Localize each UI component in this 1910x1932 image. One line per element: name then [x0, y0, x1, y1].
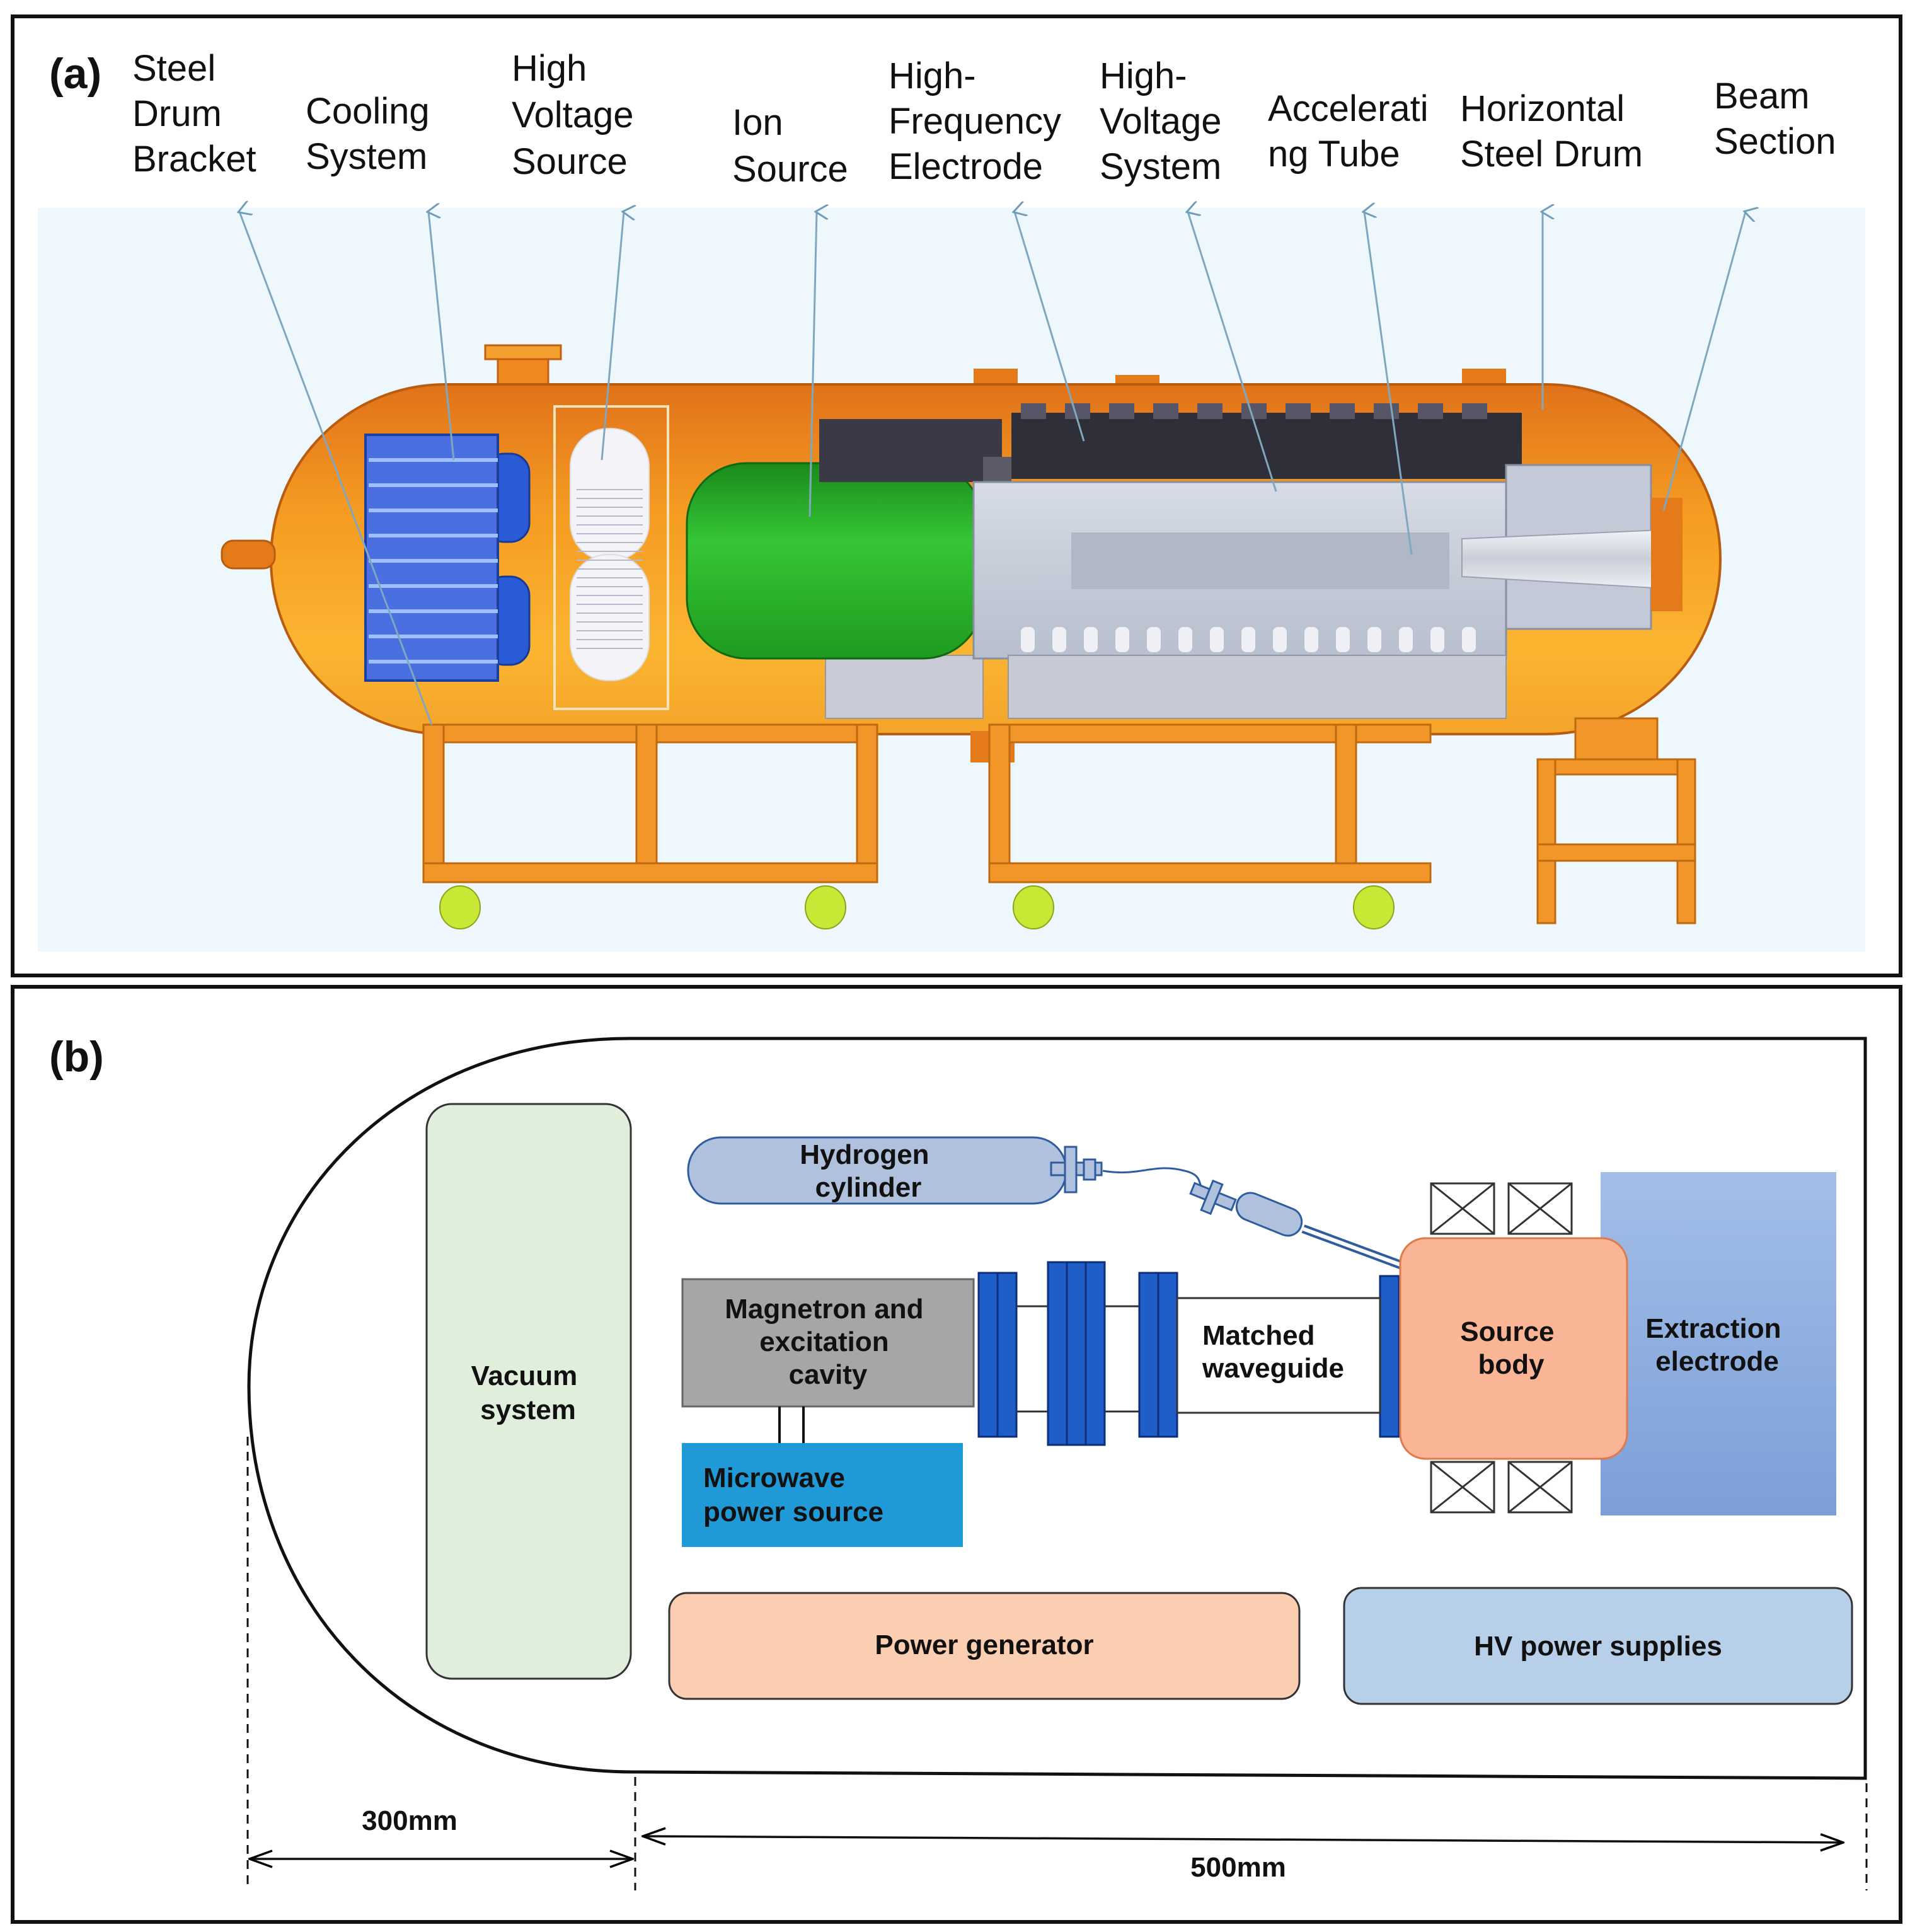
hydrogen-cylinder-label: Hydrogen cylinder — [800, 1139, 937, 1203]
beam-outlet-flange — [1651, 498, 1683, 611]
power-generator-label: Power generator — [875, 1630, 1093, 1660]
dimension-500mm-label: 500mm — [1190, 1852, 1286, 1883]
label-horizontal-steel-drum: Horizontal Steel Drum — [1460, 88, 1643, 175]
callout-steel-drum-bracket — [239, 212, 433, 725]
hydrogen-valve — [1050, 1146, 1103, 1193]
coil-top-right — [1507, 1182, 1573, 1235]
microwave-power-source-label: Microwave power source — [703, 1463, 883, 1527]
label-high-voltage-system: High- Voltage System — [1100, 55, 1232, 187]
coil-bottom-left — [1430, 1461, 1495, 1514]
source-body-box — [1399, 1237, 1628, 1460]
solenoid-coils — [1430, 1182, 1573, 1514]
accelerating-tube-ribs — [1021, 627, 1476, 652]
extraction-electrode-label: Extraction electrode — [1645, 1313, 1788, 1377]
label-accelerating-tube: Accelerati ng Tube — [1268, 88, 1439, 175]
label-high-voltage-source: High Voltage Source — [512, 48, 644, 182]
ion-source-unit — [686, 419, 1002, 719]
drum-left-lug — [221, 539, 276, 570]
drum-top-nozzle-cap — [484, 344, 562, 360]
high-voltage-source-unit — [553, 405, 669, 710]
gas-feed-tube-core — [1302, 1227, 1407, 1268]
callout-accelerating-tube — [1364, 212, 1413, 555]
hv-source-frame — [553, 405, 669, 710]
hv-system-top-block — [1011, 413, 1522, 479]
dimension-300mm-label: 300mm — [362, 1805, 457, 1836]
ion-source-dark-block — [819, 419, 1002, 482]
drum-outline — [247, 1037, 1867, 1780]
magnetron-label: Magnetron and excitation cavity — [725, 1294, 931, 1390]
label-high-frequency-electrode: High- Frequency Electrode — [889, 55, 1071, 187]
callout-lines — [239, 212, 1746, 725]
hv-power-supplies-box — [1343, 1587, 1853, 1705]
coil-bottom-right — [1507, 1461, 1573, 1514]
cooling-core — [364, 434, 499, 682]
panel-a-labels: Steel Drum Bracket Cooling System High V… — [132, 48, 1836, 190]
label-cooling-system: Cooling System — [306, 91, 440, 177]
callout-high-frequency-electrode — [1015, 212, 1085, 442]
waveguide-connectors — [1016, 1305, 1139, 1413]
accelerating-tube-base — [1008, 655, 1507, 719]
source-body-label: Source body — [1460, 1316, 1562, 1380]
panel-b: (b) Vacuum system Hydrogen cylinder — [11, 985, 1902, 1924]
cooling-system — [364, 434, 531, 682]
magnetron-box — [681, 1278, 975, 1408]
ion-source-mount — [825, 655, 984, 719]
accelerating-tube-inner — [1071, 532, 1449, 589]
ion-source-housing — [686, 462, 984, 660]
hv-system-fins — [1021, 403, 1487, 419]
matched-waveguide-box — [1176, 1297, 1381, 1414]
hv-power-supplies-label: HV power supplies — [1474, 1631, 1722, 1662]
panel-b-letter: (b) — [49, 1033, 104, 1081]
power-generator-box — [668, 1592, 1301, 1700]
panel-a: (a) — [11, 14, 1902, 977]
steel-drum-bracket-frame — [422, 717, 1696, 924]
gas-line — [1102, 1167, 1205, 1191]
callout-high-voltage-source — [601, 212, 624, 461]
panel-a-letter: (a) — [49, 50, 101, 98]
cooling-fins — [369, 458, 498, 664]
hv-source-bellows — [577, 485, 643, 655]
waveguide-couplers — [977, 1261, 1400, 1446]
gas-regulator — [1189, 1179, 1303, 1237]
microwave-power-source-box — [682, 1443, 963, 1547]
matched-waveguide-label: Matched waveguide — [1202, 1320, 1344, 1384]
label-steel-drum-bracket: Steel Drum Bracket — [132, 48, 256, 180]
dimension-500mm-arrow — [643, 1836, 1843, 1843]
label-beam-section: Beam Section — [1714, 76, 1836, 162]
label-ion-source: Ion Source — [732, 102, 848, 190]
callout-cooling-system — [429, 212, 455, 461]
vacuum-system-box — [425, 1103, 632, 1680]
extraction-electrode-box — [1601, 1172, 1836, 1515]
magnetron-connector — [778, 1406, 805, 1443]
coil-top-left — [1430, 1182, 1495, 1235]
callout-beam-section — [1662, 212, 1746, 511]
callout-high-voltage-system — [1188, 212, 1277, 492]
caster-wheels — [439, 885, 1395, 929]
dimension-guides — [246, 1437, 1868, 1890]
callout-ion-source — [808, 212, 817, 517]
accelerating-tube-unit — [972, 464, 1683, 719]
vacuum-system-label: Vacuum system — [471, 1360, 585, 1425]
